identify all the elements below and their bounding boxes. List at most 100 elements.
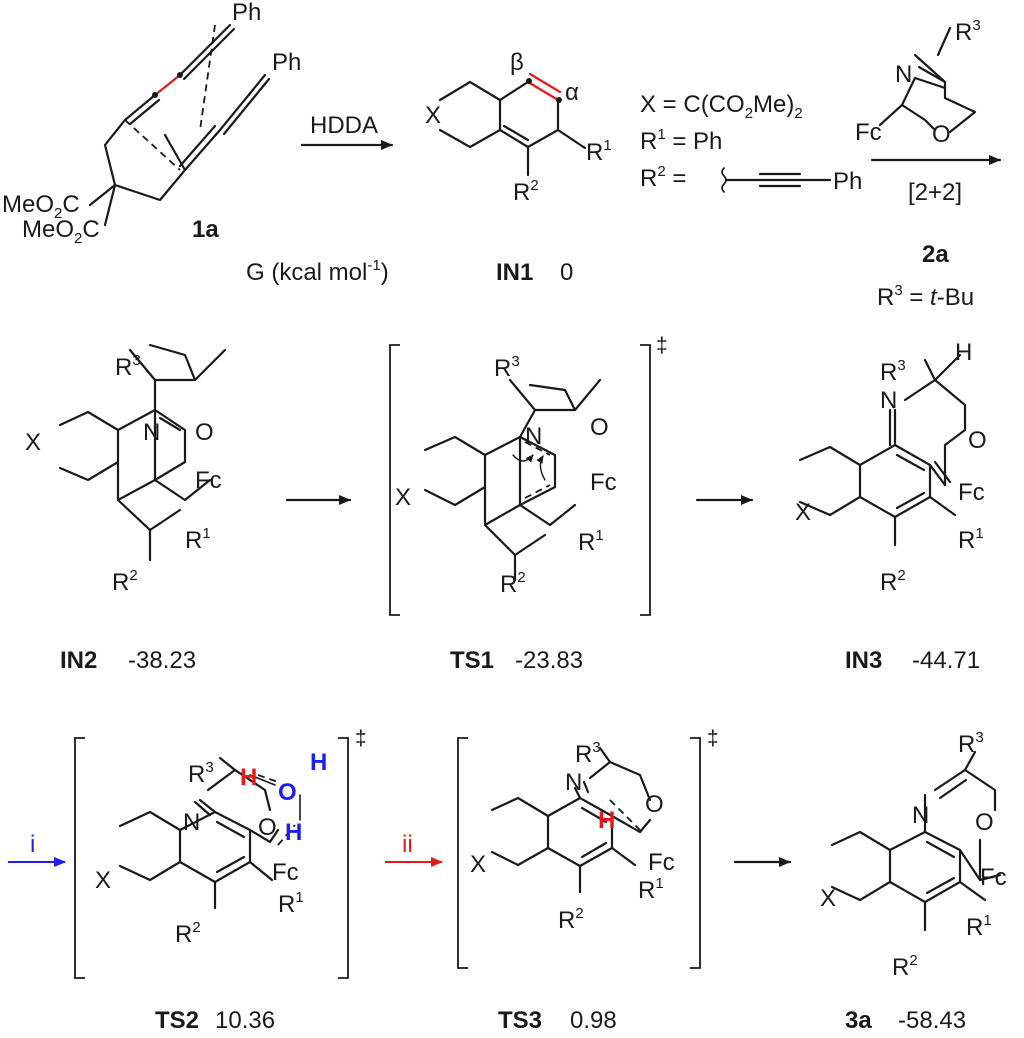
- fc-label: Fc: [648, 849, 675, 876]
- alpha-label: α: [565, 79, 579, 106]
- n-atom: N: [912, 802, 929, 829]
- x-atom: X: [820, 885, 836, 912]
- r1-label: R1: [638, 875, 664, 904]
- compound-label-1a: 1a: [192, 216, 219, 243]
- water-oxygen: O: [278, 779, 297, 806]
- r2-label: R2: [558, 905, 584, 934]
- energy-header: G (kcal mol-1): [246, 257, 389, 286]
- water-hydrogen: H: [285, 819, 302, 846]
- r2-label: R2: [500, 569, 526, 598]
- fc-label: Fc: [855, 119, 882, 146]
- r1-label: R1: [185, 525, 211, 554]
- compound-IN3: X N O H Fc R3 R1 R2: [795, 339, 987, 596]
- r1-label: R1: [586, 137, 612, 166]
- n-atom: N: [525, 423, 542, 450]
- energy-IN1: 0: [560, 259, 573, 286]
- fc-label: Fc: [980, 864, 1007, 891]
- x-atom: X: [395, 484, 411, 511]
- compound-3a: X N O Fc R3 R1 R2: [820, 729, 1007, 981]
- o-atom: O: [195, 419, 214, 446]
- r2-label: R2: [880, 567, 906, 596]
- x-atom: X: [425, 102, 441, 129]
- r1-label: R1: [966, 912, 992, 941]
- r1-label: R1: [278, 889, 304, 918]
- n-atom: N: [880, 387, 897, 414]
- x-atom: X: [95, 867, 111, 894]
- step-ii-label: ii: [402, 831, 413, 858]
- o-atom: O: [932, 121, 951, 148]
- r3-label: R3: [955, 17, 981, 46]
- compound-TS3: ‡ X N O H Fc R3 R1 R2: [457, 727, 719, 969]
- fc-label: Fc: [272, 859, 299, 886]
- ts-dagger: ‡: [707, 727, 719, 750]
- r3-label: R3: [575, 739, 601, 768]
- h-atom-transfer: H: [240, 764, 257, 791]
- energy-IN2: -38.23: [128, 647, 196, 674]
- step-i-label: i: [30, 831, 35, 858]
- o-atom: O: [968, 427, 987, 454]
- x-atom: X: [795, 499, 811, 526]
- substituent-definitions: X = C(CO2Me)2 R1 = Ph R2 = Ph: [640, 91, 862, 195]
- x-atom: X: [470, 851, 486, 878]
- ts-dagger: ‡: [656, 334, 668, 357]
- o-atom: O: [975, 809, 994, 836]
- n-atom: N: [143, 419, 160, 446]
- n-atom: N: [183, 809, 200, 836]
- phenyl-label: Ph: [232, 0, 261, 26]
- compound-label-TS3: TS3: [498, 1007, 542, 1034]
- fc-label: Fc: [958, 479, 985, 506]
- step-ii-arrow: ii: [385, 831, 443, 867]
- compound-IN1: X β α R1 R2: [425, 49, 612, 206]
- r1-definition: R1 = Ph: [640, 126, 722, 155]
- energy-TS1: -23.83: [515, 647, 583, 674]
- r3-label: R3: [958, 729, 984, 758]
- compound-TS1: ‡ X N O Fc R3 R1 R2: [389, 334, 668, 616]
- compound-1a: Ph Ph MeO2C MeO2C 1a: [2, 0, 301, 247]
- o-atom: O: [645, 791, 664, 818]
- compound-label-TS2: TS2: [155, 1007, 199, 1034]
- compound-label-3a: 3a: [845, 1007, 872, 1034]
- fc-label: Fc: [195, 467, 222, 494]
- r3-label: R3: [188, 759, 214, 788]
- compound-label-IN1: IN1: [496, 259, 533, 286]
- energy-TS2: 10.36: [215, 1007, 275, 1034]
- r3-definition: R3 = t-Bu: [877, 282, 974, 311]
- n-atom: N: [565, 769, 582, 796]
- r2-phenyl: Ph: [833, 168, 862, 195]
- ester-label: MeO2C: [22, 216, 100, 247]
- r2-label: R2: [892, 952, 918, 981]
- hdda-arrow: HDDA: [300, 112, 394, 150]
- r1-label: R1: [578, 527, 604, 556]
- compound-TS2: ‡ X N O Fc R3 H O H H R1 R2: [74, 727, 367, 979]
- o-atom: O: [258, 814, 277, 841]
- x-definition: X = C(CO2Me)2: [640, 91, 803, 122]
- r2-label: R2: [513, 177, 539, 206]
- phenyl-label: Ph: [272, 49, 301, 76]
- r2-definition: R2 =: [640, 163, 686, 192]
- h-atom-transfer: H: [598, 807, 615, 834]
- h-atom: H: [955, 339, 972, 366]
- energy-TS3: 0.98: [570, 1007, 617, 1034]
- hdda-label: HDDA: [310, 112, 378, 139]
- compound-2a: N O Fc R3 [2+2] 2a R3 = t-Bu: [855, 17, 1002, 311]
- fc-label: Fc: [590, 469, 617, 496]
- energy-IN3: -44.71: [912, 647, 980, 674]
- ester-label: MeO2C: [2, 191, 80, 222]
- compound-label-IN3: IN3: [845, 647, 882, 674]
- o-atom: O: [590, 414, 609, 441]
- cycloaddition-label: [2+2]: [908, 179, 962, 206]
- r3-label: R3: [880, 357, 906, 386]
- energy-3a: -58.43: [898, 1007, 966, 1034]
- x-atom: X: [25, 429, 41, 456]
- compound-label-TS1: TS1: [450, 647, 494, 674]
- beta-label: β: [510, 49, 524, 76]
- r3-label: R3: [115, 352, 141, 381]
- compound-IN2: X N O Fc R3 R1 R2: [25, 343, 227, 596]
- step-i-arrow: i: [8, 831, 66, 867]
- r1-label: R1: [958, 525, 984, 554]
- r2-label: R2: [112, 567, 138, 596]
- water-hydrogen: H: [310, 749, 327, 776]
- r2-label: R2: [175, 919, 201, 948]
- r3-label: R3: [494, 353, 520, 382]
